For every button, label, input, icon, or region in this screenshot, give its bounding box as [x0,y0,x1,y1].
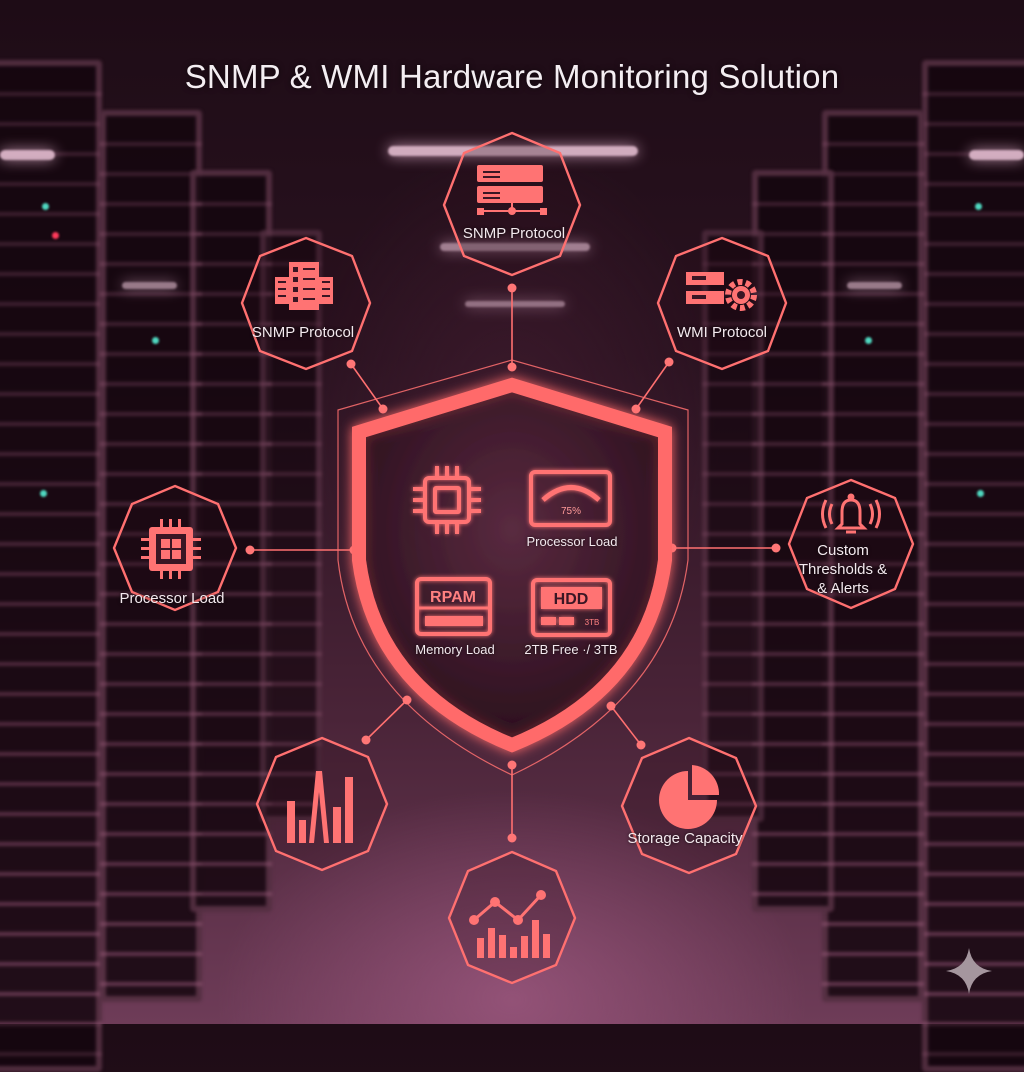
shield-tile-label-ram: Memory Load [415,642,495,657]
server-rack-icon [275,262,333,310]
cpu-chip-icon [413,466,481,534]
monitoring-diagram: 75% RPAM HDD 3TB [112,131,915,985]
node-label-top: SNMP Protocol [462,225,566,242]
node-label-right: Custom Thresholds & & Alerts [788,541,898,598]
node-label-upper-left: SNMP Protocol [251,324,355,341]
node-label-right-line: & Alerts [817,580,869,597]
memory-module-icon [415,577,492,636]
node-frame-bottom [447,850,577,985]
gauge-icon [529,470,612,527]
node-label-upper-right: WMI Protocol [676,324,768,341]
node-label-lower-right: Storage Capacity [627,830,743,847]
server-network-icon [477,165,547,215]
line-bar-chart-icon [469,890,550,958]
sparkle-icon [946,948,992,994]
hdd-capacity-text: 3TB [585,618,600,627]
server-gear-icon [686,272,757,311]
hard-drive-icon [531,578,612,637]
gauge-value: 75% [561,506,581,517]
cpu-chip-icon [141,519,201,579]
bar-chart-icon [287,771,353,843]
ram-chip-text: RPAM [430,589,476,606]
node-frame-right [787,478,915,610]
node-label-right-line: Custom [817,542,869,559]
shield-icon [352,377,672,753]
node-label-left: Processor Load [119,590,225,607]
shield-tile-label-gauge: Processor Load [526,534,618,549]
connector-lines [250,288,776,838]
node-label-right-line: Thresholds & [798,561,888,578]
pie-chart-icon [659,765,720,829]
shield-tile-label-hdd: 2TB Free ·/ 3TB [524,642,618,657]
hdd-chip-text: HDD [554,591,589,608]
bell-alert-icon [821,493,881,534]
page-title: SNMP & WMI Hardware Monitoring Solution [184,58,840,95]
